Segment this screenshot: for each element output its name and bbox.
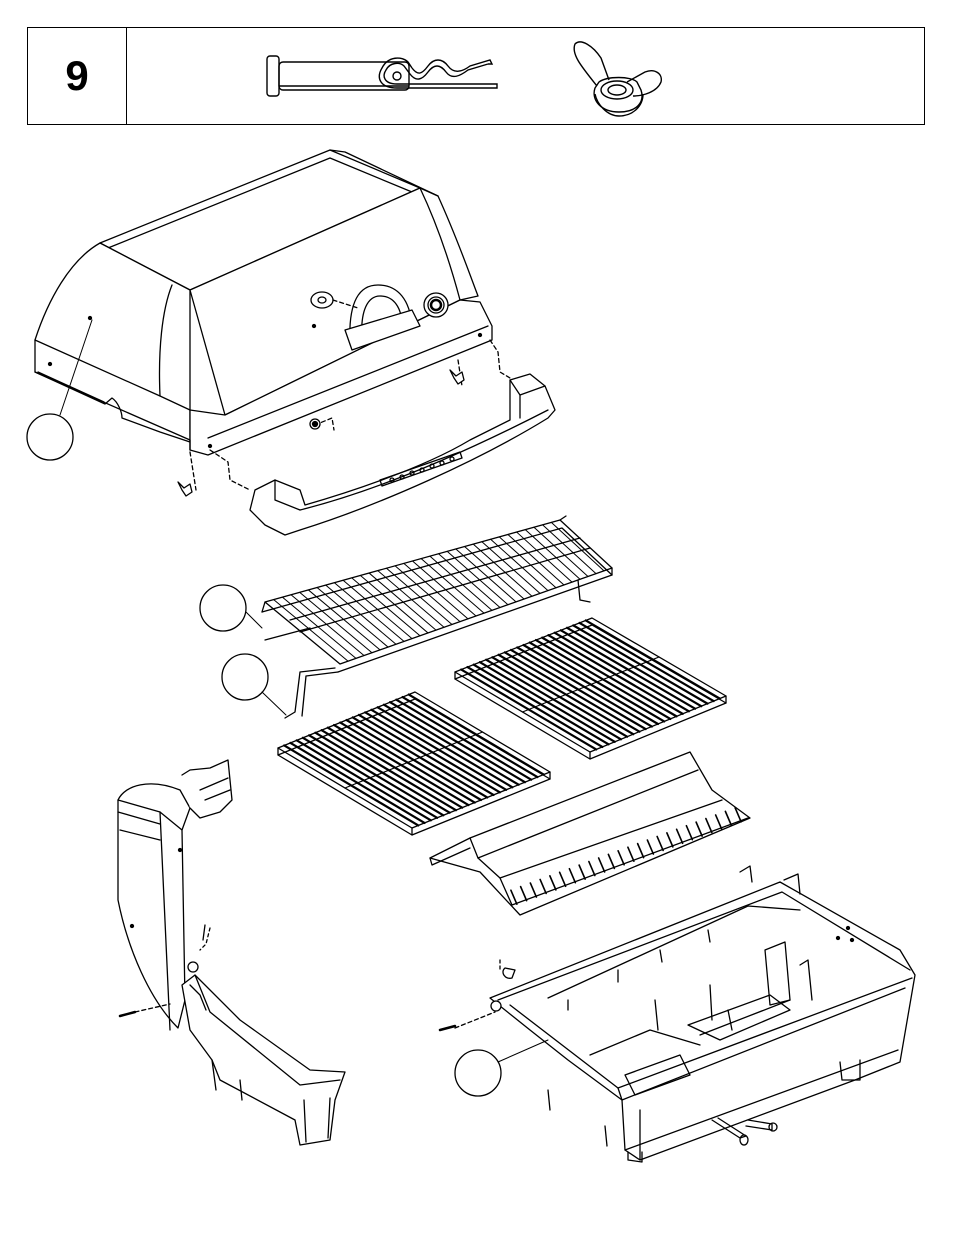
callout-firebox — [455, 1040, 548, 1096]
wing-nut-small-right — [450, 370, 464, 384]
wing-nut-small-left — [178, 482, 192, 496]
left-side-panel — [118, 760, 232, 1030]
firebox — [440, 866, 915, 1162]
cooking-grid-left — [278, 692, 550, 835]
callout-warming-rack — [200, 585, 262, 631]
grill-lid — [35, 150, 492, 455]
cooking-grid-right — [455, 618, 726, 759]
callout-rack-leg — [222, 654, 286, 715]
lid-nut — [310, 419, 320, 429]
